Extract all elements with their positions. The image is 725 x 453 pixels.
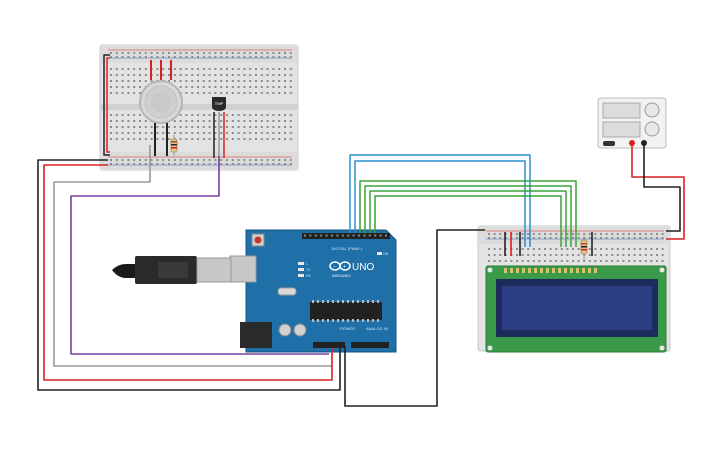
rx-label: RX — [306, 274, 312, 278]
digital-header-label: DIGITAL (PWM~) — [332, 246, 364, 251]
on-label: ON — [383, 252, 389, 256]
led-l — [298, 262, 304, 265]
resistor-1[interactable] — [170, 135, 178, 156]
usb-cable — [112, 256, 232, 284]
brand-label: ARDUINO — [332, 273, 350, 278]
led-on — [377, 252, 382, 255]
power-jack[interactable] — [240, 322, 272, 348]
lcd-display[interactable] — [485, 265, 667, 353]
reset-button[interactable] — [251, 233, 265, 247]
gas-sensor[interactable] — [139, 80, 183, 124]
svg-text:+: + — [343, 264, 346, 270]
microcontroller — [310, 302, 382, 320]
arduino-infinity-logo: − + — [329, 261, 351, 271]
l-label: L — [306, 262, 308, 266]
svg-text:−: − — [333, 264, 336, 270]
led-rx — [298, 274, 304, 277]
analog-header-label: ANALOG IN — [366, 326, 388, 331]
temperature-sensor[interactable]: TMP — [212, 97, 226, 158]
power-header-label: POWER — [340, 326, 355, 331]
usb-port[interactable] — [229, 255, 257, 283]
resistor-2[interactable] — [580, 236, 588, 260]
wires — [37, 54, 685, 407]
temp-sensor-label: TMP — [215, 101, 224, 106]
arduino-board[interactable]: DIGITAL (PWM~) − + UNO ARDUINO L TX RX O… — [229, 229, 397, 353]
breadboard-top[interactable] — [99, 44, 299, 171]
model-label: UNO — [352, 262, 374, 273]
power-supply[interactable] — [597, 97, 667, 149]
led-tx — [298, 268, 304, 271]
tx-label: TX — [306, 268, 311, 272]
